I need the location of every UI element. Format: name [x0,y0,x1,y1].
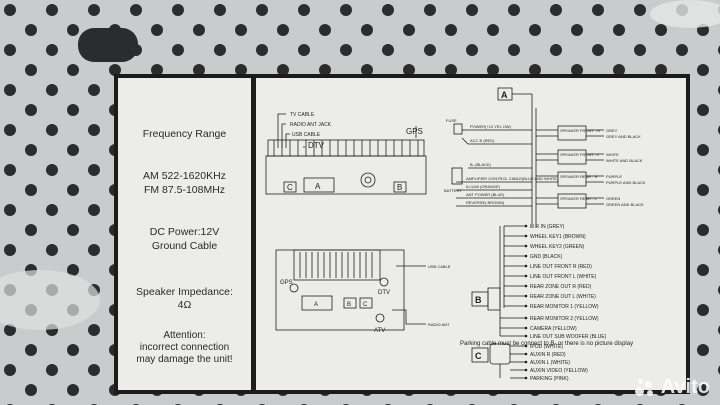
back-dtv-label: DTV [378,290,390,296]
back-port-c-label: C [363,302,368,308]
port-a-label: A [315,182,321,191]
illum-wire-label: ILLUMI (ORANGE) [466,184,501,189]
fm-range: FM 87.5-108MHz [143,184,226,196]
speaker-label: SPEAKER REAR - R [560,174,598,179]
b-wire-label: WHEEL KEY2 (GREEN) [530,244,585,250]
ant-power-wire-label: ANT POWER (BLUE) [466,192,505,197]
speaker-impedance-value: 4Ω [177,299,192,311]
b-wire-label: REAR ZONE OUT R (RED) [530,284,592,290]
speaker-color: WHITE AND BLACK [606,158,643,163]
b-wire-label: LINE OUT SUB WOOFER (BLUE) [530,334,607,340]
speaker-color: GREY [606,128,618,133]
speaker-color: WHITE [606,152,619,157]
dc-power: DC Power:12V [149,226,220,238]
attention-title: Attention: [163,330,206,341]
wiring-diagram: TV CABLE RADIO ANT JACK USB CABLE DTV GP… [265,87,646,382]
c-wire-label: IPOD (WHITE) [530,344,563,350]
amp-wire-label: AMPLIFIER CONTROL CABLE(BLUE AND WHITE) [466,176,559,181]
b-wire-label: LINE OUT FRONT R (RED) [530,264,592,270]
connector-c [471,347,489,363]
fuse-label: FUSE [446,118,457,123]
c-wire-label: PARKING (PINK) [530,376,569,382]
connector-b-label: B [475,295,482,305]
speaker-label: SPEAKER FRONT - L [560,152,600,157]
b-wire-label: I / R IN (GREY) [530,224,565,230]
b-wire-label: CAMERA (YELLOW) [530,326,577,332]
back-port-b-label: B [347,302,351,308]
avito-watermark: Avito [634,376,710,399]
c-wire-label: AUXIN VIDEO (YELLOW) [530,368,588,374]
radio-ant-jack-label: RADIO ANT JACK [290,122,332,128]
c-wire-label: AUXIN R (RED) [530,352,566,358]
b-wire-label: WHEEL KEY1 (BROWN) [530,234,586,240]
b-wire-label: REAR MONITOR 2 (YELLOW) [530,316,599,322]
reverse-wire-label: REVERSE( BROWN) [466,200,505,205]
connector-c-label: C [475,351,482,361]
speaker-color: PURPLE AND BLACK [606,180,646,185]
power-wire-label: POWER(+12 YEL OW) [470,124,512,129]
acc-wire-label: ACC B (RED) [470,138,495,143]
b-wire-label: REAR MONITOR 1 (YELLOW) [530,304,599,310]
speaker-label: SPEAKER FRONT - R [560,128,600,133]
port-b-label: B [397,183,402,192]
port-c-label: C [287,183,293,192]
attention-line-1: incorrect connection [139,342,230,353]
back-radio-label: RADIO ANT [428,322,450,327]
b-wire-label: REAR ZONE OUT L (WHITE) [530,294,596,300]
tv-cable-label: TV CABLE [290,112,315,118]
back-usb-label: USB CABLE [428,264,451,269]
c-wire-label: AUXIN L (WHITE) [530,360,570,366]
battery-label: BATTERY [444,188,462,193]
avito-watermark-text: Avito [660,376,710,398]
speaker-label: SPEAKER REAR - L [560,196,598,201]
am-range: AM 522-1620KHz [143,170,226,182]
ground-wire-label: B- (BLACK) [470,162,492,167]
gps-label: GPS [406,127,423,136]
speaker-color: PURPLE [606,174,622,179]
label-divider [251,78,256,390]
frequency-range-title: Frequency Range [142,128,227,140]
speaker-color: GREEN AND BLACK [606,202,644,207]
speaker-color: GREY AND BLACK [606,134,641,139]
ground-cable: Ground Cable [151,240,218,252]
parking-note: Parking cable must be connect to B- or t… [460,341,633,347]
speaker-impedance-title: Speaker Impedance: [136,286,233,298]
back-atv-label: ATV [374,328,385,334]
back-port-a-label: A [314,302,318,308]
dtv-label: DTV [308,141,325,150]
usb-cable-label: USB CABLE [292,132,321,138]
attention-line-2: may damage the unit! [136,354,233,365]
specification-label: Frequency Range AM 522-1620KHz FM 87.5-1… [114,74,690,394]
speaker-color: GREEN [606,196,620,201]
b-wire-label: GND (BLACK) [530,254,563,260]
connector-a-label: A [501,90,508,100]
b-wire-label: LINE OUT FRONT L (WHITE) [530,274,597,280]
avito-logo-icon [634,378,657,397]
back-gps-label: GPS [280,280,293,286]
